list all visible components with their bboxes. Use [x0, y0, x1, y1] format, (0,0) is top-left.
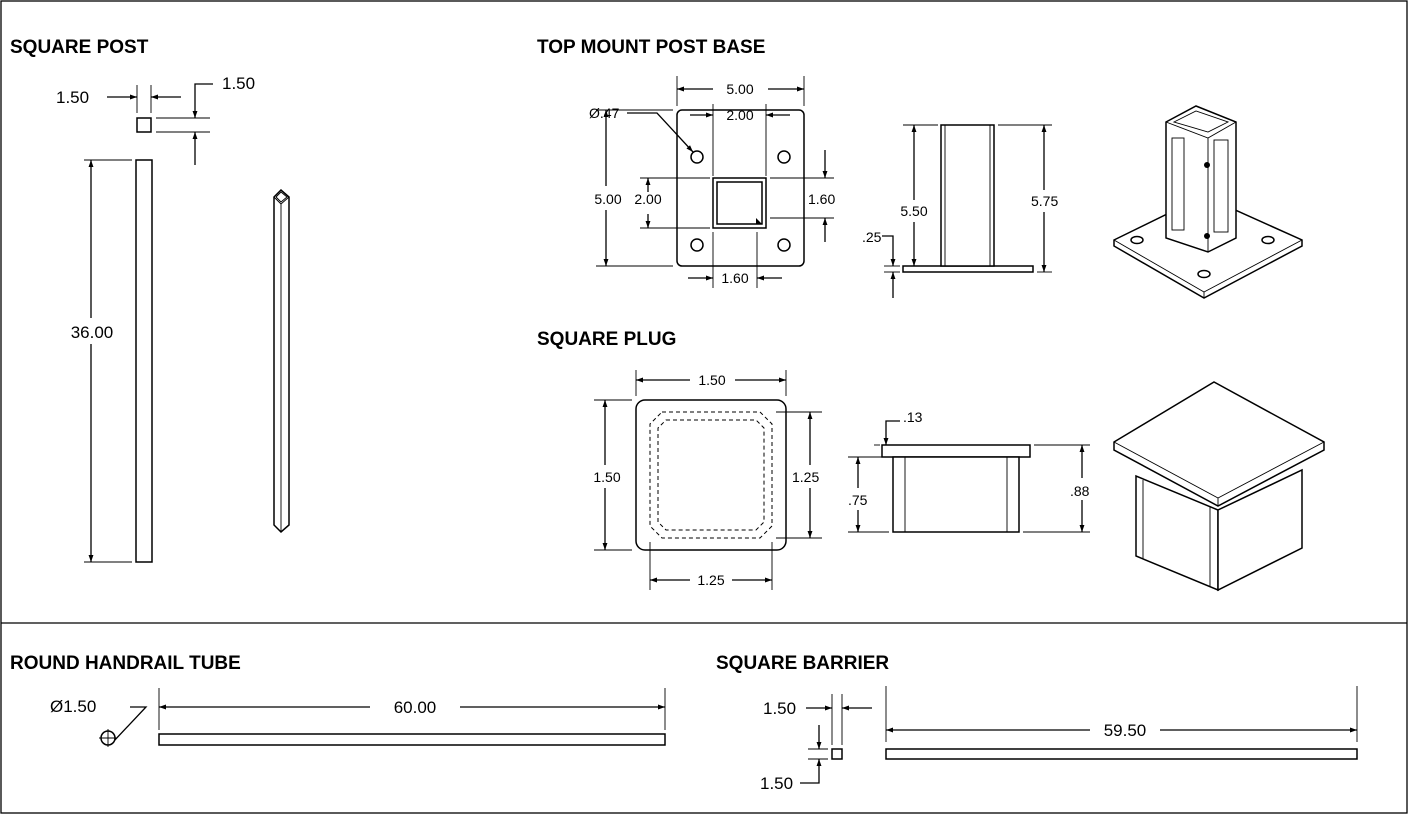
mount-hole-tl: [690, 150, 704, 164]
post-front-view: [135, 159, 153, 563]
plug-overall-height-label: .88: [1070, 483, 1090, 499]
socket-height-label: 1.60: [808, 191, 835, 207]
plug-cap-side: [881, 444, 1031, 458]
round-handrail-tube-section: ROUND HANDRAIL TUBE Ø1.50 60.00: [10, 653, 666, 747]
plate-thickness-label: .25: [862, 229, 882, 245]
tube-diameter-label: Ø1.50: [50, 697, 96, 716]
insert-width-label: 1.25: [697, 572, 724, 588]
square-post-section: SQUARE POST 1.50 1.50 36.00: [10, 37, 290, 563]
plug-insert-side: [892, 456, 1020, 533]
post-width-label: 1.50: [56, 88, 89, 107]
plug-insert-inner-hidden: [657, 419, 765, 531]
socket-total-label: 5.50: [900, 203, 927, 219]
top-mount-post-base-section: TOP MOUNT POST BASE 5.00 2.00 Ø.47 5.00: [537, 37, 1303, 299]
cap-thickness-label: .13: [903, 409, 923, 425]
socket-width-label: 1.60: [721, 270, 748, 286]
insert-height-label: 1.25: [792, 469, 819, 485]
barrier-length-label: 59.50: [1104, 721, 1147, 740]
mount-hole-bl: [690, 238, 704, 252]
post-cross-section: [136, 117, 152, 133]
post-isometric-view: [273, 188, 290, 534]
square-plug-title: SQUARE PLUG: [537, 329, 676, 350]
hole-spacing-y-label: 2.00: [634, 191, 661, 207]
tube-diameter-leader: [112, 706, 148, 743]
socket-side: [940, 124, 995, 267]
tube-side-view: [158, 733, 666, 746]
base-plate-side: [902, 265, 1034, 273]
handrail-tube-title: ROUND HANDRAIL TUBE: [10, 653, 241, 674]
hole-dia-leader: [627, 112, 694, 153]
plug-insert-outer-hidden: [649, 411, 773, 539]
square-plug-section: SQUARE PLUG 1.50 1.50 1.25 1.25: [537, 329, 1325, 592]
cap-height-label: 1.50: [593, 469, 620, 485]
barrier-cross-section: [831, 748, 843, 760]
plug-cap-plan: [635, 399, 787, 551]
post-depth-arrow-top: [192, 83, 213, 118]
tube-length-label: 60.00: [394, 698, 437, 717]
post-base-isometric-view: [1113, 105, 1303, 299]
insert-depth-label: .75: [848, 492, 868, 508]
socket-weld-mark: [756, 218, 762, 224]
post-base-title: TOP MOUNT POST BASE: [537, 37, 765, 58]
overall-height-label: 5.75: [1031, 193, 1058, 209]
post-depth-label: 1.50: [222, 74, 255, 93]
barrier-width-label: 1.50: [763, 699, 796, 718]
post-height-label: 36.00: [71, 323, 114, 342]
cap-width-label: 1.50: [698, 372, 725, 388]
square-post-title: SQUARE POST: [10, 37, 149, 58]
barrier-height-label: 1.50: [760, 774, 793, 793]
barrier-side-view: [885, 748, 1358, 760]
plug-cap-iso: [1113, 381, 1325, 507]
socket-inner: [716, 181, 763, 225]
plate-height-label: 5.00: [594, 191, 621, 207]
hole-dia-label: Ø.47: [589, 105, 620, 121]
mount-hole-br: [777, 238, 791, 252]
mount-hole-tr: [777, 150, 791, 164]
square-barrier-title: SQUARE BARRIER: [716, 653, 889, 674]
hole-spacing-x-label: 2.00: [726, 107, 753, 123]
plug-isometric-view: [1113, 381, 1325, 592]
plate-width-label: 5.00: [726, 81, 753, 97]
square-barrier-section: SQUARE BARRIER 1.50 1.50 59.50: [716, 653, 1358, 793]
